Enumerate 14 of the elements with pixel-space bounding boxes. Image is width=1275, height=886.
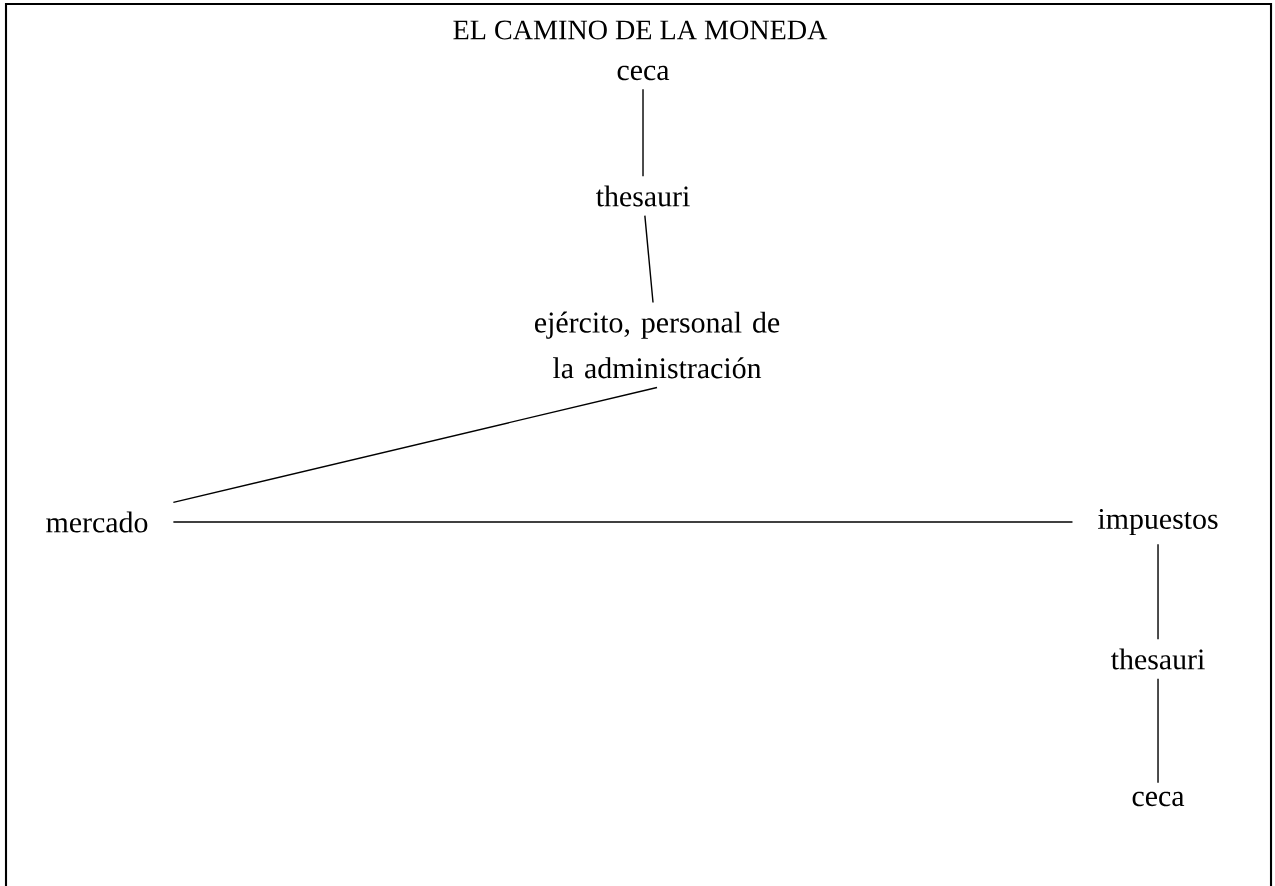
node-label: ceca bbox=[1132, 791, 1185, 807]
node-label: ceca bbox=[617, 65, 670, 81]
node-label: thesauri bbox=[1111, 648, 1205, 670]
connector-line bbox=[172, 386, 658, 504]
node-label: impuestos bbox=[1098, 508, 1218, 536]
node-label: thesauri bbox=[596, 185, 690, 207]
connector-line bbox=[172, 521, 1074, 523]
connector-line bbox=[644, 214, 654, 304]
node-label: mercado bbox=[46, 511, 148, 533]
connector-line bbox=[1157, 543, 1159, 641]
node-label: ejército, personal de la administración bbox=[535, 311, 780, 379]
title: EL CAMINO DE LA MONEDA bbox=[453, 20, 828, 40]
connector-line bbox=[642, 88, 644, 178]
connector-line bbox=[1157, 677, 1159, 784]
